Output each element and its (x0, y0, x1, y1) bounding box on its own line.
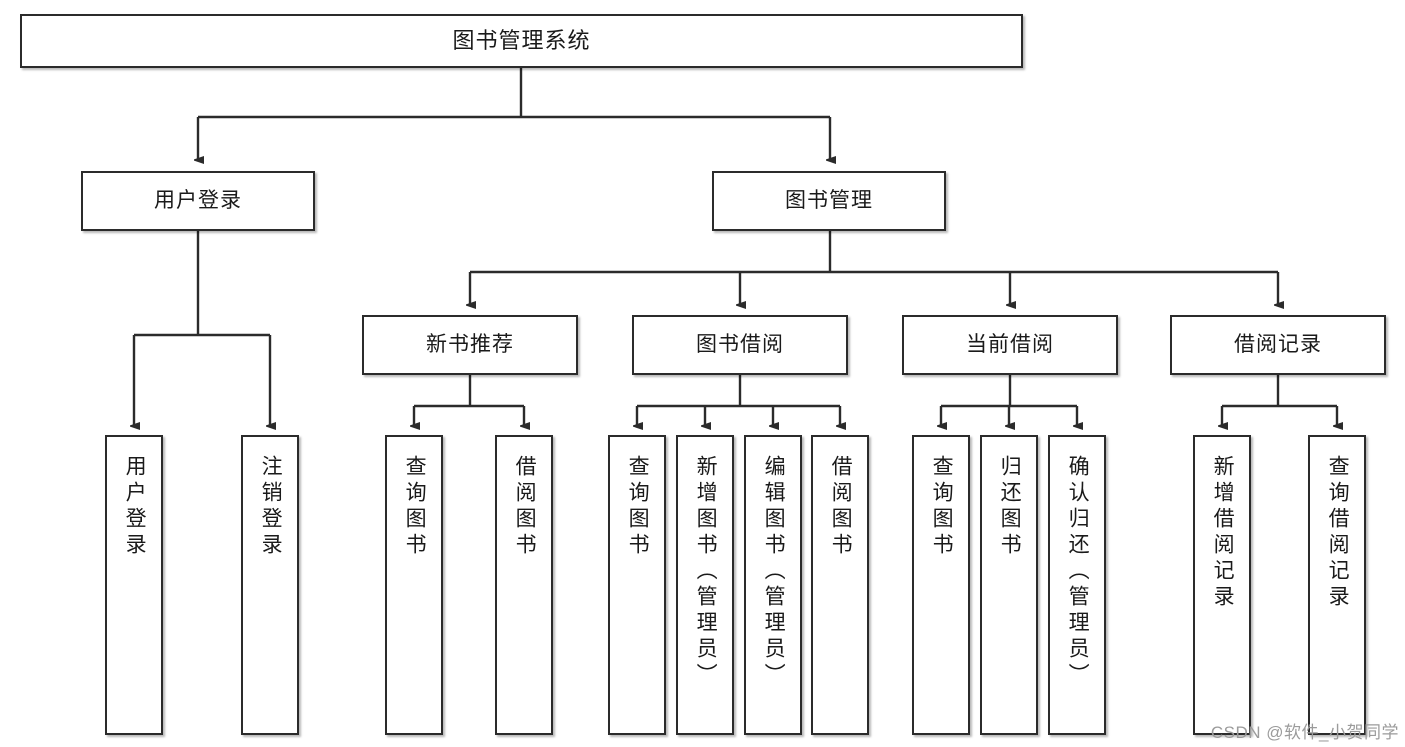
node-label: 查询图书 (626, 455, 650, 559)
node-label: 查询图书 (930, 455, 954, 559)
node-label: 归还图书 (998, 455, 1022, 559)
leaf-user-login-0[interactable]: 用户登录 (105, 435, 163, 735)
node-label: 注销登录 (259, 455, 283, 559)
node-borrow-record[interactable]: 借阅记录 (1170, 315, 1386, 375)
node-label: 新增图书（管理员） (694, 455, 718, 689)
leaf-borrow-record-1[interactable]: 查询借阅记录 (1308, 435, 1366, 735)
node-label: 编辑图书（管理员） (762, 455, 786, 689)
node-label: 借阅图书 (513, 455, 537, 559)
node-label: 图书管理 (785, 188, 873, 212)
node-user-login[interactable]: 用户登录 (81, 171, 315, 231)
node-label: 借阅图书 (829, 455, 853, 559)
node-label: 用户登录 (123, 455, 147, 559)
leaf-new-book-recommend-1[interactable]: 借阅图书 (495, 435, 553, 735)
leaf-user-login-1[interactable]: 注销登录 (241, 435, 299, 735)
node-new-book-recommend[interactable]: 新书推荐 (362, 315, 578, 375)
leaf-current-borrow-0[interactable]: 查询图书 (912, 435, 970, 735)
node-label: 新书推荐 (426, 332, 514, 356)
node-label: 新增借阅记录 (1211, 455, 1235, 611)
node-label: 查询借阅记录 (1326, 455, 1350, 611)
node-book-borrow[interactable]: 图书借阅 (632, 315, 848, 375)
node-label: 查询图书 (403, 455, 427, 559)
node-book-management[interactable]: 图书管理 (712, 171, 946, 231)
leaf-book-borrow-1[interactable]: 新增图书（管理员） (676, 435, 734, 735)
leaf-book-borrow-2[interactable]: 编辑图书（管理员） (744, 435, 802, 735)
node-root-book-management-system[interactable]: 图书管理系统 (20, 14, 1023, 68)
leaf-book-borrow-3[interactable]: 借阅图书 (811, 435, 869, 735)
node-label: 确认归还（管理员） (1066, 455, 1090, 689)
node-label: 当前借阅 (966, 332, 1054, 356)
leaf-new-book-recommend-0[interactable]: 查询图书 (385, 435, 443, 735)
node-label: 图书借阅 (696, 332, 784, 356)
node-label: 图书管理系统 (452, 28, 591, 54)
leaf-borrow-record-0[interactable]: 新增借阅记录 (1193, 435, 1251, 735)
watermark-text: CSDN @软件_小贺同学 (1210, 723, 1399, 742)
node-current-borrow[interactable]: 当前借阅 (902, 315, 1118, 375)
leaf-current-borrow-2[interactable]: 确认归还（管理员） (1048, 435, 1106, 735)
node-label: 用户登录 (154, 188, 242, 212)
node-label: 借阅记录 (1234, 332, 1322, 356)
leaf-current-borrow-1[interactable]: 归还图书 (980, 435, 1038, 735)
leaf-book-borrow-0[interactable]: 查询图书 (608, 435, 666, 735)
